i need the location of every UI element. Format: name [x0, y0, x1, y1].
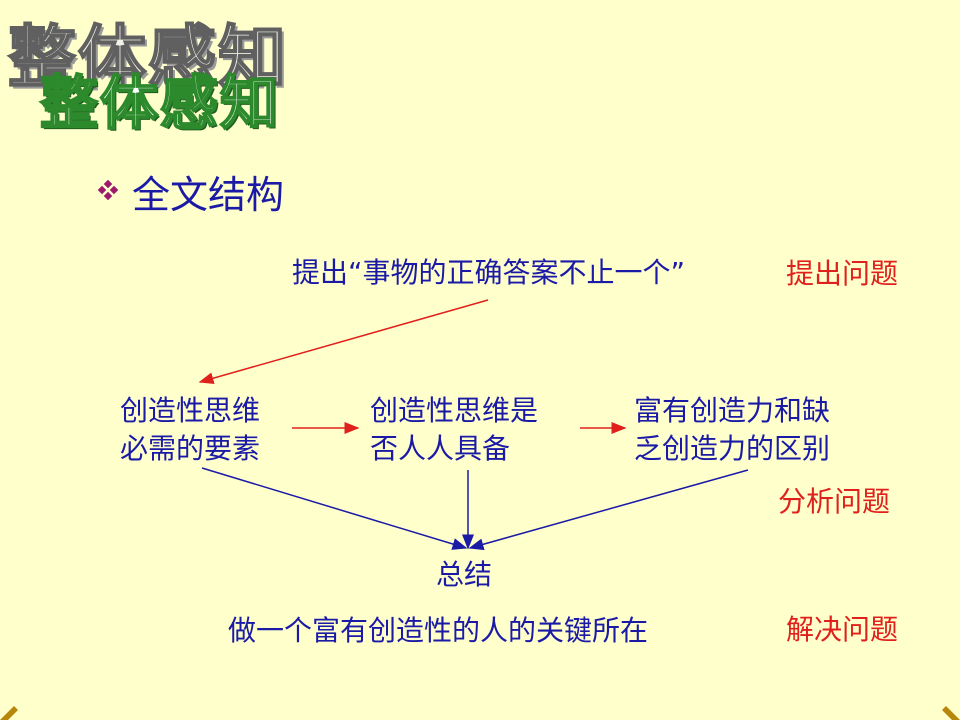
node-right-line1: 富有创造力和缺 — [634, 394, 831, 427]
corner-decoration-left — [0, 706, 18, 720]
section-heading: 全文结构 — [132, 173, 285, 217]
arrow-right-to-summary — [468, 469, 749, 551]
stage-analyze: 分析问题 — [778, 485, 891, 518]
corner-decoration-right — [942, 706, 960, 720]
node-middle: 创造性思维是 否人人具备 — [370, 392, 538, 468]
stage-solve: 解决问题 — [786, 613, 899, 646]
slide-title: 整体感知 — [39, 68, 281, 138]
node-right-line2: 乏创造力的区别 — [634, 432, 831, 465]
title-shadow: 整体感知 — [7, 18, 289, 99]
node-left: 创造性思维 必需的要素 — [120, 392, 260, 468]
summary-node: 总结 — [436, 558, 493, 591]
node-left-line1: 创造性思维 — [120, 394, 261, 427]
node-middle-line1: 创造性思维是 — [370, 394, 539, 427]
diamond-bullet-icon — [98, 180, 118, 200]
arrow-raise-to-left — [198, 299, 489, 385]
node-left-line2: 必需的要素 — [120, 432, 261, 465]
stage-raise: 提出问题 — [786, 257, 899, 290]
node-right: 富有创造力和缺 乏创造力的区别 — [634, 392, 830, 468]
arrow-left-to-summary — [201, 467, 468, 550]
conclusion-node: 做一个富有创造性的人的关键所在 — [228, 614, 649, 647]
raise-node: 提出“事物的正确答案不止一个” — [292, 256, 686, 289]
node-middle-line2: 否人人具备 — [370, 432, 511, 465]
